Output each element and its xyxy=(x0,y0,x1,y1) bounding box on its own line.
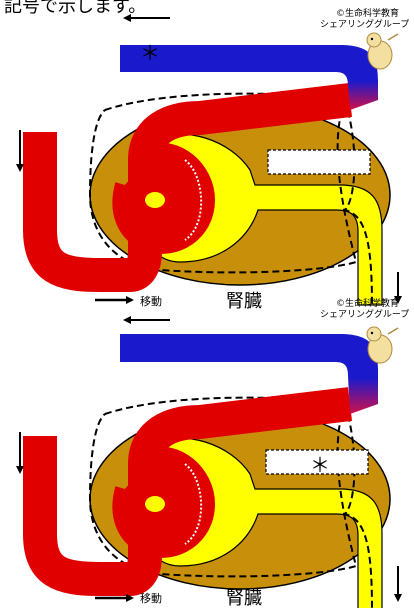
mascot-icon xyxy=(366,326,399,364)
top-caption: 記号で示します。 xyxy=(4,0,146,17)
move-label: 移動 xyxy=(140,294,162,308)
glomerulus-edge xyxy=(184,463,203,545)
blank-box xyxy=(265,449,369,475)
credit-line-1: ©生命科学教育 xyxy=(336,7,399,19)
mascot-icon xyxy=(366,32,399,70)
panel-2: ＊ 移動 腎臓 ©生命科学教育 シェアリンググループ xyxy=(16,297,409,608)
glomerulus-dot xyxy=(145,192,165,208)
panel-1: ＊ 移動 腎臓 ©生命科学教育 シェアリンググループ xyxy=(16,7,409,312)
vein-asterisk: ＊ xyxy=(140,41,160,65)
box-asterisk: ＊ xyxy=(310,453,330,477)
move-label: 移動 xyxy=(140,591,162,605)
dashed-boundary xyxy=(88,396,373,608)
credit-line-2: シェアリンググループ xyxy=(320,18,409,30)
glomerulus-dot xyxy=(145,496,165,512)
renal-artery xyxy=(23,83,353,292)
renal-artery xyxy=(23,387,353,596)
glomerulus-edge xyxy=(184,159,203,241)
blank-box xyxy=(267,149,371,175)
credit-line-2: シェアリンググループ xyxy=(320,308,409,320)
renal-vein xyxy=(120,45,378,110)
organ-label: 腎臓 xyxy=(226,291,262,312)
renal-vein xyxy=(120,334,378,414)
dashed-boundary xyxy=(88,92,373,306)
credit-line-1: ©生命科学教育 xyxy=(336,297,399,309)
organ-label: 腎臓 xyxy=(226,588,262,608)
